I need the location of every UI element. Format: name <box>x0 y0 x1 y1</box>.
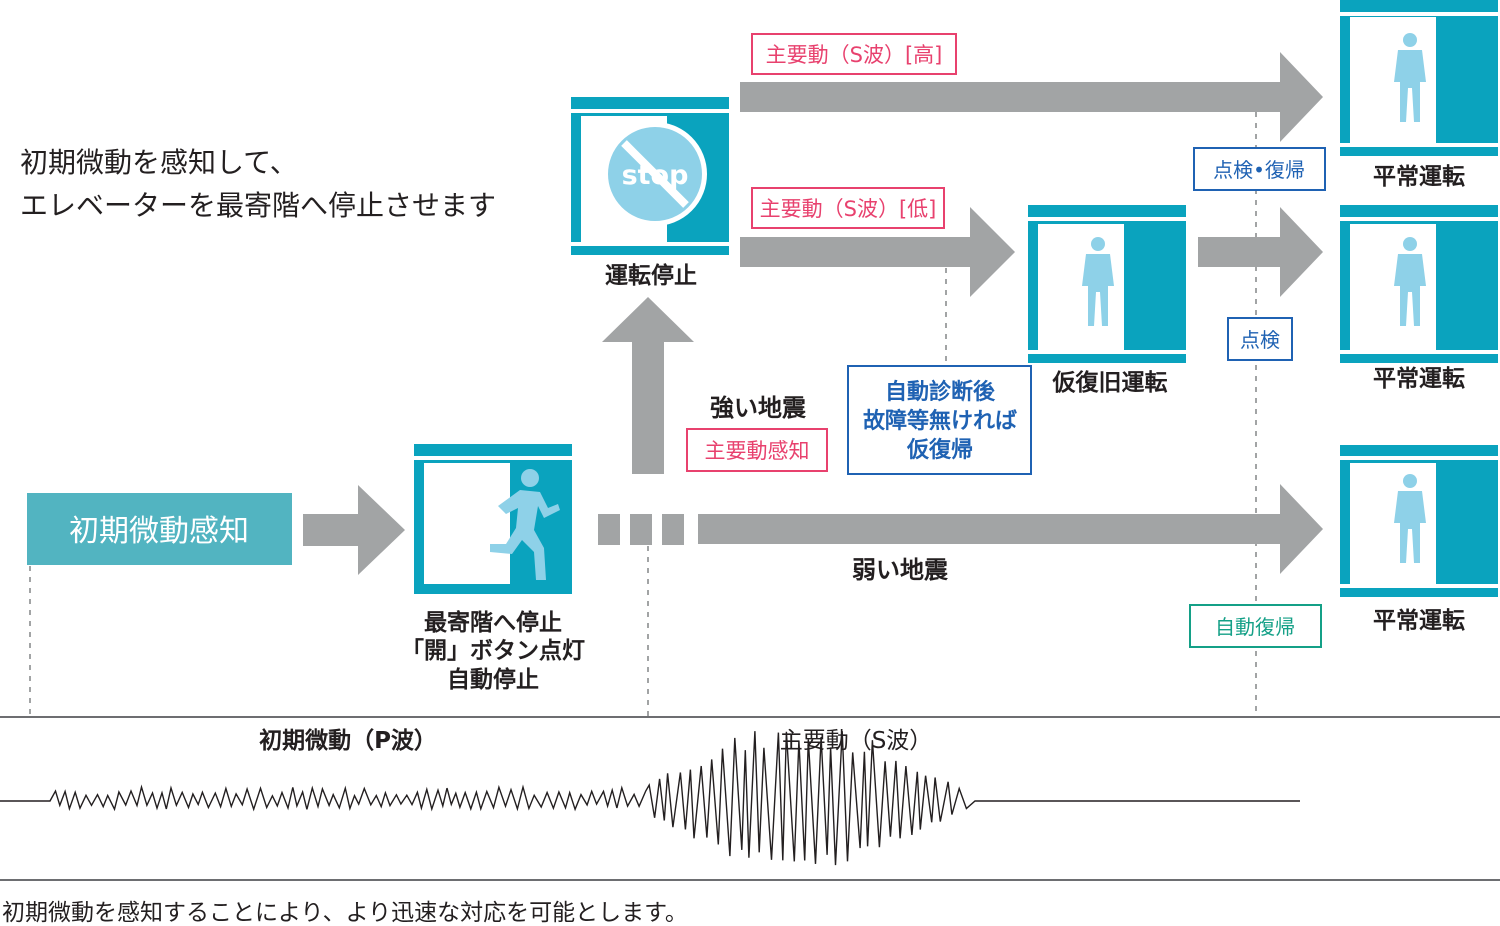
route-high-tag-text: 主要動（S波）[高] <box>766 43 943 67</box>
p-wave-label: 初期微動（P波） <box>259 727 437 754</box>
strong-quake-tag: 主要動感知 <box>686 428 828 472</box>
footer-text: 初期微動を感知することにより、より迅速な対応を可能とします。 <box>2 900 688 926</box>
arrow-up-to-stop <box>602 297 694 474</box>
diagnosis-line-2: 故障等無ければ <box>863 408 1017 434</box>
floor-stop-line-3: 自動停止 <box>447 666 539 693</box>
badge-auto-restore-text: 自動復帰 <box>1215 615 1295 639</box>
stop-label: 運転停止 <box>605 262 697 289</box>
arrow-temp-to-normal <box>1198 207 1323 297</box>
intro-line-1: 初期微動を感知して、 <box>20 146 298 179</box>
intro-line-2: エレベーターを最寄階へ停止させます <box>20 189 496 222</box>
normal-mid-label: 平常運転 <box>1373 366 1465 392</box>
badge-auto-restore: 自動復帰 <box>1189 604 1322 648</box>
elevator-normal-bottom <box>1340 445 1498 597</box>
normal-bottom-label: 平常運転 <box>1373 608 1465 634</box>
arrow-low-to-temp <box>740 207 1015 297</box>
pending-dashes <box>598 514 684 545</box>
elevator-normal-top <box>1340 0 1498 156</box>
weak-quake-label: 弱い地震 <box>852 556 949 584</box>
badge-inspect-restore-text: 点検•復帰 <box>1213 158 1305 182</box>
elevator-temp-restore <box>1028 205 1186 363</box>
badge-inspect-text: 点検 <box>1240 328 1280 352</box>
diagnosis-line-3: 仮復帰 <box>906 437 973 463</box>
detect-box: 初期微動感知 <box>27 493 292 565</box>
guide-lines <box>29 112 1257 716</box>
floor-stop-line-2: 「開」ボタン点灯 <box>401 638 585 664</box>
route-low-tag: 主要動（S波）[低] <box>751 187 945 229</box>
running-person-icon <box>490 469 560 580</box>
floor-stop-line-1: 最寄階へ停止 <box>424 609 562 636</box>
elevator-normal-mid <box>1340 205 1498 363</box>
strong-quake-tag-text: 主要動感知 <box>705 439 810 463</box>
temp-restore-label: 仮復旧運転 <box>1052 369 1168 396</box>
diagnosis-line-1: 自動診断後 <box>885 379 996 405</box>
s-wave-label: 主要動（S波） <box>780 728 933 754</box>
normal-top-label: 平常運転 <box>1373 164 1465 190</box>
arrow-detect-to-floor <box>303 485 405 575</box>
strong-quake-label: 強い地震 <box>710 394 807 422</box>
elevator-running <box>414 444 572 594</box>
route-high-tag: 主要動（S波）[高] <box>751 33 957 75</box>
badge-inspect: 点検 <box>1227 317 1293 361</box>
arrow-high-to-normal <box>740 52 1323 142</box>
route-low-tag-text: 主要動（S波）[低] <box>760 197 937 221</box>
arrow-weak-to-normal <box>698 484 1323 574</box>
seismograph-wave <box>0 731 1300 866</box>
elevator-stopped: stop <box>571 97 729 255</box>
diagnosis-box: 自動診断後 故障等無ければ 仮復帰 <box>847 365 1032 475</box>
badge-inspect-restore: 点検•復帰 <box>1193 147 1326 191</box>
stop-sign-icon: stop <box>603 122 707 226</box>
detect-box-label: 初期微動感知 <box>69 514 249 549</box>
